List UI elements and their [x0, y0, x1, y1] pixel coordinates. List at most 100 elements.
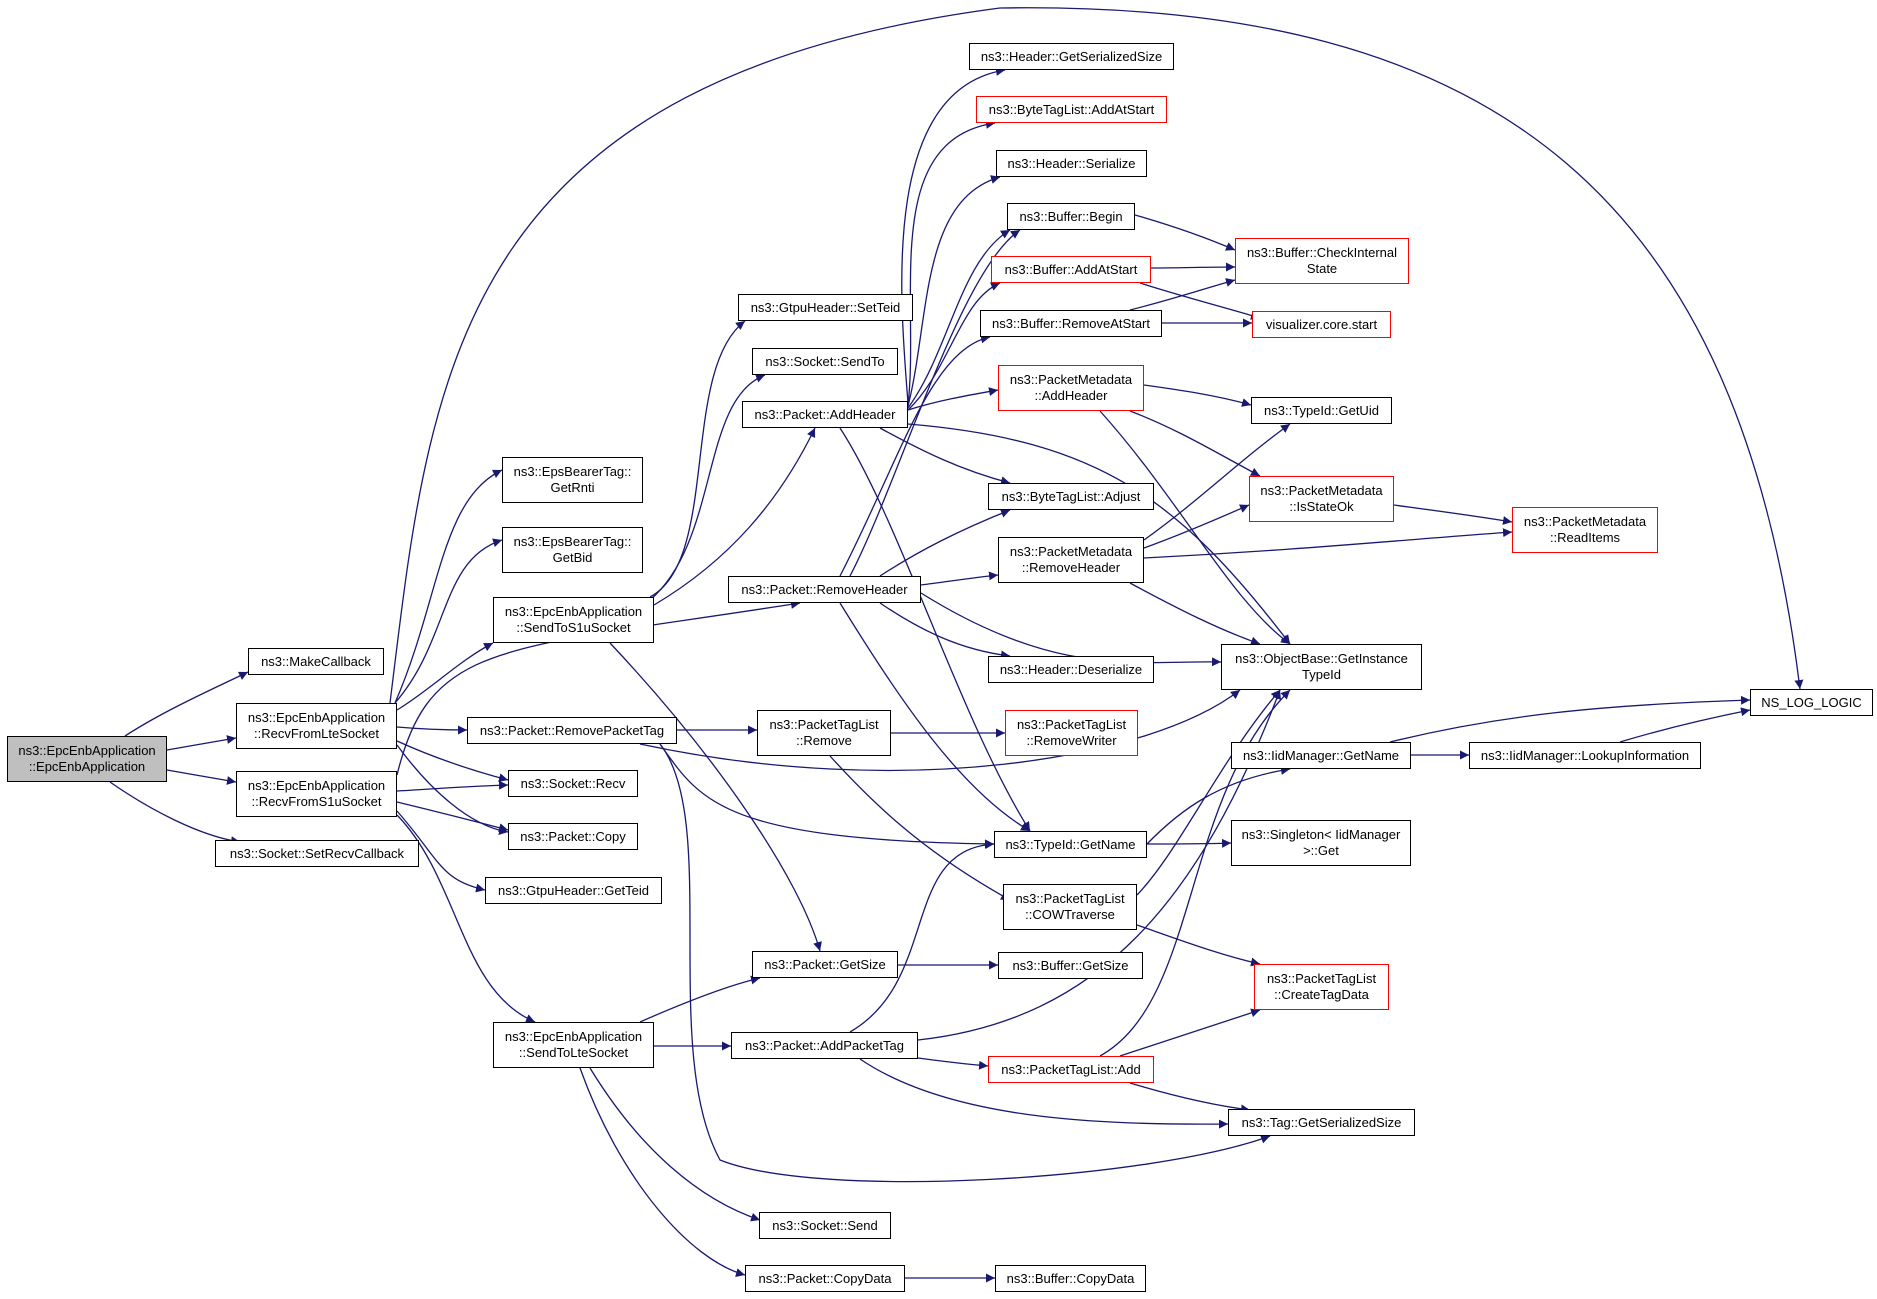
edge-removeheader-bufferbegin: [849, 229, 1021, 577]
edge-addheader-objectbase: [907, 423, 1291, 645]
node-packet-metadata-add-header[interactable]: ns3::PacketMetadata ::AddHeader: [998, 365, 1144, 411]
edge-s1u-removeheader: [396, 599, 801, 776]
node-packet-tag-list-remove[interactable]: ns3::PacketTagList ::Remove: [757, 710, 891, 756]
node-recv-from-s1u-socket[interactable]: ns3::EpcEnbApplication ::RecvFromS1uSock…: [236, 771, 397, 817]
edge-ctor-recvs1u: [166, 769, 237, 785]
node-epc-enb-application-constructor[interactable]: ns3::EpcEnbApplication ::EpcEnbApplicati…: [7, 736, 167, 782]
edge-ctor-nsloglogic: [389, 7, 1804, 704]
edge-pmremoveheader-typeiduid: [1143, 423, 1291, 541]
edge-addheader-headergetser: [901, 66, 1006, 404]
node-packet-tag-list-add[interactable]: ns3::PacketTagList::Add: [988, 1056, 1154, 1083]
node-packet-tag-list-cow-traverse[interactable]: ns3::PacketTagList ::COWTraverse: [1003, 884, 1137, 930]
edge-removepackettag-taggetsersize: [659, 743, 1271, 1183]
edge-sends1u-sendto: [649, 374, 766, 601]
node-packet-tag-list-remove-writer[interactable]: ns3::PacketTagList ::RemoveWriter: [1005, 710, 1138, 756]
edge-ptladd-objectbase: [1099, 689, 1291, 1057]
edge-cowtraverse-objectbase: [1136, 689, 1281, 896]
edge-addpackettag-typeidgetname: [849, 840, 995, 1033]
node-buffer-begin[interactable]: ns3::Buffer::Begin: [1007, 203, 1135, 230]
node-header-get-serialized-size[interactable]: ns3::Header::GetSerializedSize: [969, 43, 1174, 70]
edge-addheader-pmaddheader: [907, 387, 999, 411]
edge-pmremoveheader-readitems: [1143, 528, 1513, 559]
node-packet-remove-packet-tag[interactable]: ns3::Packet::RemovePacketTag: [467, 717, 677, 744]
node-packet-metadata-remove-header[interactable]: ns3::PacketMetadata ::RemoveHeader: [998, 537, 1144, 583]
edge-lte-packetcopy: [396, 744, 509, 836]
edge-pmaddheader-typeiduid: [1143, 384, 1252, 407]
edge-removeheader-bufferremove: [839, 334, 991, 577]
edge-lte-sends1u: [396, 642, 494, 711]
edge-s1u-socketrecv: [396, 780, 509, 792]
node-packet-copy-data[interactable]: ns3::Packet::CopyData: [745, 1265, 905, 1292]
edge-addpackettag-ptladd: [917, 1057, 989, 1070]
node-packet-add-packet-tag[interactable]: ns3::Packet::AddPacketTag: [731, 1032, 918, 1059]
node-singleton-iid-manager-get[interactable]: ns3::Singleton< IidManager >::Get: [1231, 820, 1411, 866]
node-buffer-check-internal-state[interactable]: ns3::Buffer::CheckInternal State: [1235, 238, 1409, 284]
edge-removeheader-btladjust: [879, 509, 1011, 577]
node-socket-send-to[interactable]: ns3::Socket::SendTo: [752, 348, 898, 375]
edge-removepackettag-objectbase: [639, 689, 1241, 772]
edge-sendtolte-getsize: [639, 975, 761, 1023]
edge-bufferaddstart-visualizer: [1139, 282, 1261, 320]
node-iid-manager-get-name[interactable]: ns3::IidManager::GetName: [1231, 742, 1411, 769]
node-socket-send[interactable]: ns3::Socket::Send: [759, 1212, 891, 1239]
edge-cowtraverse-createtagdata: [1136, 924, 1261, 967]
node-packet-copy[interactable]: ns3::Packet::Copy: [508, 823, 638, 850]
node-buffer-add-at-start[interactable]: ns3::Buffer::AddAtStart: [991, 256, 1151, 283]
node-typeid-get-name[interactable]: ns3::TypeId::GetName: [994, 831, 1147, 858]
edge-addpackettag-taggetsersize: [859, 1058, 1229, 1129]
edge-removeheader-pmremoveheader: [920, 571, 999, 586]
node-gtpu-header-get-teid[interactable]: ns3::GtpuHeader::GetTeid: [485, 877, 662, 904]
node-object-base-get-instance-typeid[interactable]: ns3::ObjectBase::GetInstance TypeId: [1221, 644, 1422, 690]
node-visualizer-core-start[interactable]: visualizer.core.start: [1252, 311, 1391, 338]
node-header-serialize[interactable]: ns3::Header::Serialize: [996, 150, 1147, 177]
node-tag-get-serialized-size[interactable]: ns3::Tag::GetSerializedSize: [1228, 1109, 1415, 1136]
node-make-callback[interactable]: ns3::MakeCallback: [248, 648, 384, 675]
edge-iidgetname-nsloglogic: [1389, 695, 1751, 743]
node-packet-metadata-is-state-ok[interactable]: ns3::PacketMetadata ::IsStateOk: [1249, 476, 1394, 522]
node-packet-get-size[interactable]: ns3::Packet::GetSize: [752, 951, 898, 978]
edge-removeheader-typeidgetname: [839, 602, 1031, 832]
node-eps-bearer-tag-get-bid[interactable]: ns3::EpsBearerTag:: GetBid: [502, 527, 643, 573]
node-gtpu-header-set-teid[interactable]: ns3::GtpuHeader::SetTeid: [738, 294, 913, 321]
edge-addheader-bufferaddstart: [907, 282, 1001, 411]
edge-removepackettag-typeidgetname: [659, 743, 995, 849]
node-send-to-s1u-socket[interactable]: ns3::EpcEnbApplication ::SendToS1uSocket: [493, 597, 654, 643]
node-packet-metadata-read-items[interactable]: ns3::PacketMetadata ::ReadItems: [1512, 507, 1658, 553]
node-packet-remove-header[interactable]: ns3::Packet::RemoveHeader: [728, 576, 921, 603]
node-header-deserialize[interactable]: ns3::Header::Deserialize: [988, 656, 1154, 683]
node-recv-from-lte-socket[interactable]: ns3::EpcEnbApplication ::RecvFromLteSock…: [236, 703, 397, 749]
node-packet-add-header[interactable]: ns3::Packet::AddHeader: [742, 401, 908, 428]
edge-lte-removepackettag: [396, 725, 468, 735]
node-typeid-get-uid[interactable]: ns3::TypeId::GetUid: [1251, 397, 1392, 424]
node-socket-recv[interactable]: ns3::Socket::Recv: [508, 770, 638, 797]
edge-ctor-makecallback: [124, 671, 249, 737]
node-socket-set-recv-callback[interactable]: ns3::Socket::SetRecvCallback: [215, 840, 419, 867]
node-iid-manager-lookup-information[interactable]: ns3::IidManager::LookupInformation: [1469, 742, 1701, 769]
edge-s1u-getteid: [396, 810, 486, 893]
edge-lte-socketrecv: [396, 740, 509, 783]
edge-ctor-setrecvcb: [109, 781, 241, 846]
node-buffer-remove-at-start[interactable]: ns3::Buffer::RemoveAtStart: [980, 310, 1162, 337]
node-buffer-copy-data[interactable]: ns3::Buffer::CopyData: [995, 1265, 1146, 1292]
node-packet-tag-list-create-tag-data[interactable]: ns3::PacketTagList ::CreateTagData: [1254, 964, 1389, 1010]
node-send-to-lte-socket[interactable]: ns3::EpcEnbApplication ::SendToLteSocket: [493, 1022, 654, 1068]
edge-addheader-bufferbegin: [907, 229, 1011, 409]
edge-ctor-recvlte: [166, 735, 237, 751]
node-byte-tag-list-adjust[interactable]: ns3::ByteTagList::Adjust: [988, 483, 1154, 510]
edge-sendtolte-socketsend: [589, 1067, 761, 1222]
edge-lookup-nsloglogic: [1619, 707, 1751, 743]
edge-pmremoveheader-isstateok: [1143, 504, 1250, 549]
node-buffer-get-size[interactable]: ns3::Buffer::GetSize: [998, 952, 1143, 979]
node-eps-bearer-tag-get-rnti[interactable]: ns3::EpsBearerTag:: GetRnti: [502, 457, 643, 503]
node-byte-tag-list-add-at-start[interactable]: ns3::ByteTagList::AddAtStart: [976, 96, 1167, 123]
edge-sends1u-addheader: [653, 427, 816, 606]
node-ns-log-logic[interactable]: NS_LOG_LOGIC: [1750, 689, 1873, 716]
edge-removeheader-objectbase: [920, 592, 1222, 667]
edge-ptlremove-cowtraverse: [829, 755, 1011, 901]
edge-ptladd-taggetsersize: [1129, 1082, 1251, 1114]
edge-lte-getrnti: [394, 469, 503, 704]
edge-sends1u-setteid: [649, 320, 746, 598]
edge-sends1u-getsize: [609, 642, 822, 952]
edge-addheader-typeidgetname: [839, 427, 1031, 832]
